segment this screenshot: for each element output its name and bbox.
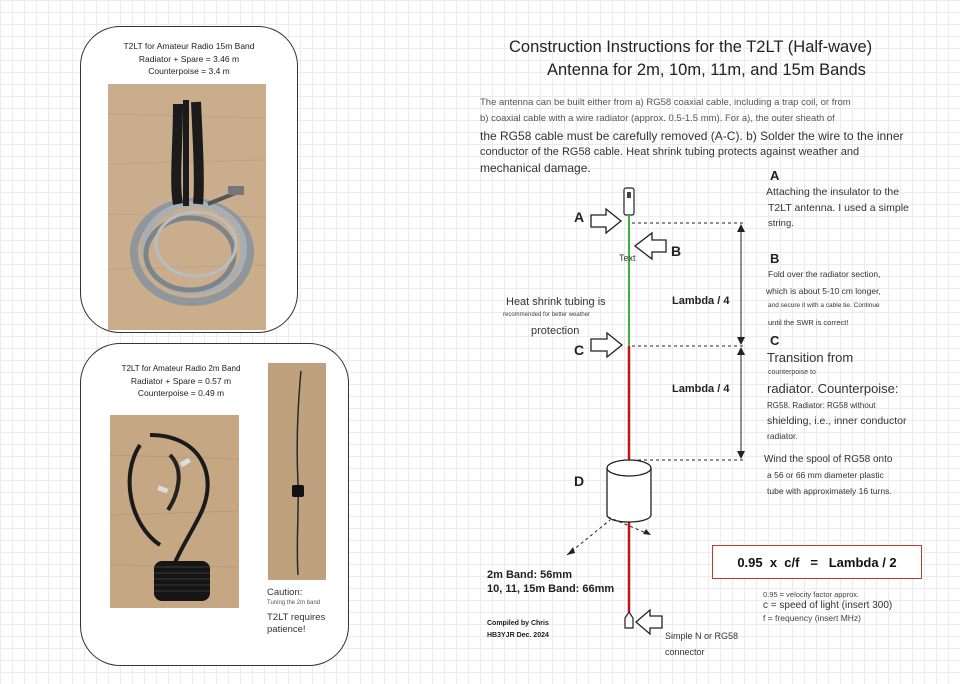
lambda-upper-label: Lambda / 4	[672, 295, 730, 307]
note-c-line-6: radiator.	[767, 431, 798, 441]
diagram-label-b: B	[671, 243, 682, 259]
formula-text: 0.95 x c/f = Lambda / 2	[737, 554, 897, 570]
diagram-label-d: D	[574, 473, 585, 489]
photo-2m-antenna	[268, 363, 326, 580]
diagram-text-tag: Text	[619, 253, 636, 263]
card-15m-title: T2LT for Amateur Radio 15m Band	[123, 41, 255, 51]
note-b-line-4: until the SWR is correct!	[768, 318, 849, 327]
diagram-label-a: A	[574, 209, 585, 225]
note-c-line-4: RG58. Radiator: RG58 without	[767, 401, 876, 410]
arrow-a-icon	[590, 207, 623, 235]
photo-2m-coil	[110, 415, 239, 608]
note-c-line-1: Transition from	[767, 350, 854, 365]
caution-title: Caution:	[267, 587, 303, 598]
intro-line-3: the RG58 cable must be carefully removed…	[480, 129, 904, 143]
intro-line-4: conductor of the RG58 cable. Heat shrink…	[480, 146, 860, 158]
card-15m-radiator: Radiator + Spare = 3.46 m	[138, 54, 240, 64]
arrow-c-icon	[590, 331, 624, 359]
lambda-lower-label: Lambda / 4	[672, 383, 730, 395]
intro-line-1: The antenna can be built either from a) …	[480, 97, 851, 108]
page-title-line-2: Antenna for 2m, 10m, 11m, and 15m Bands	[547, 61, 866, 79]
caution-line-1: T2LT requires	[267, 612, 326, 623]
note-b-line-1: Fold over the radiator section,	[768, 269, 881, 279]
photo-15m-coil	[108, 84, 266, 330]
card-2m-radiator: Radiator + Spare = 0.57 m	[130, 376, 232, 386]
band-hf-label: 10, 11, 15m Band: 66mm	[487, 583, 615, 595]
heat-shrink-line-3: protection	[531, 325, 580, 337]
intro-line-2: b) coaxial cable with a wire radiator (a…	[480, 113, 835, 124]
caution-line-2: patience!	[267, 624, 306, 635]
diagram-label-c: C	[574, 342, 585, 358]
note-a-heading: A	[770, 168, 780, 183]
band-2m-label: 2m Band: 56mm	[487, 569, 572, 581]
note-b-line-2: which is about 5-10 cm longer,	[766, 286, 881, 296]
note-a-line-1: Attaching the insulator to the	[766, 186, 900, 198]
card-2m-title: T2LT for Amateur Radio 2m Band	[121, 364, 241, 373]
card-2m-counterpoise: Counterpoise = 0.49 m	[137, 388, 225, 398]
intro-line-5: mechanical damage.	[480, 161, 591, 175]
note-b-line-3: and secure it with a cable tie. Continue	[768, 302, 880, 309]
connector-label-line-1: Simple N or RG58	[665, 631, 739, 641]
note-a-line-2: T2LT antenna. I used a simple	[768, 202, 909, 214]
note-d-line-2: a 56 or 66 mm diameter plastic	[767, 470, 884, 480]
formula-box: 0.95 x c/f = Lambda / 2	[712, 545, 922, 579]
note-c-heading: C	[770, 333, 780, 348]
connector-label-line-2: connector	[665, 647, 705, 657]
card-15m-counterpoise: Counterpoise = 3.4 m	[148, 66, 230, 76]
formula-note-speed: c = speed of light (insert 300)	[763, 600, 893, 611]
page-title-line-1: Construction Instructions for the T2LT (…	[509, 38, 873, 56]
note-d-line-3: tube with approximately 16 turns.	[767, 486, 892, 496]
arrow-b-icon	[633, 231, 667, 261]
note-c-line-5: shielding, i.e., inner conductor	[767, 415, 907, 427]
heat-shrink-line-1: Heat shrink tubing is	[506, 296, 606, 308]
note-b-heading: B	[770, 251, 780, 266]
connector-icon	[624, 610, 634, 629]
heat-shrink-line-2: recommended for better weather	[503, 312, 591, 318]
caution-small: Tuning the 2m band	[267, 600, 321, 606]
arrow-connector-icon	[635, 608, 663, 636]
card-15m-band: T2LT for Amateur Radio 15m Band Radiator…	[80, 26, 298, 333]
note-c-line-3: radiator. Counterpoise:	[767, 381, 899, 396]
formula-note-frequency: f = frequency (insert MHz)	[763, 613, 862, 623]
compiled-by-line-2: HB3YJR Dec. 2024	[487, 632, 549, 639]
spool-cylinder	[606, 459, 652, 523]
compiled-by-line-1: Compiled by Chris	[487, 620, 549, 627]
card-2m-band: T2LT for Amateur Radio 2m Band Radiator …	[80, 343, 349, 666]
note-c-line-2: counterpoise to	[768, 369, 816, 376]
formula-note-velocity: 0.95 = velocity factor approx.	[763, 590, 860, 599]
note-a-line-3: string.	[768, 218, 794, 229]
note-d-line-1: Wind the spool of RG58 onto	[764, 454, 893, 465]
